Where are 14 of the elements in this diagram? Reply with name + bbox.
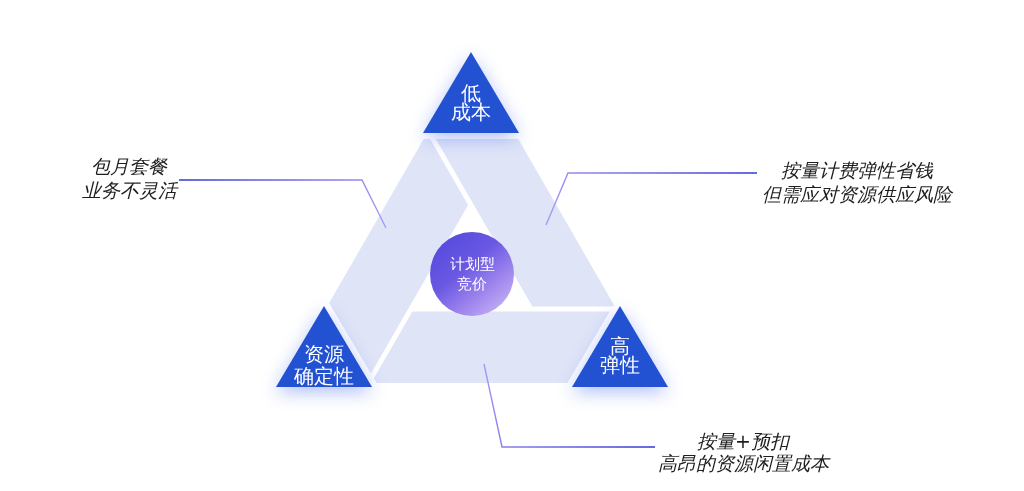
callout-text: 包月套餐业务不灵活: [79, 154, 179, 202]
badge-label: 资源确定性: [293, 343, 355, 387]
leader-line: [483, 363, 656, 448]
circle-label: 计划型竞价: [448, 254, 496, 294]
triangle-badge: [572, 306, 668, 387]
leader-line: [545, 172, 758, 226]
leader-line: [178, 179, 387, 229]
callout-text: 按量+预扣高昂的资源闲置成本: [655, 430, 831, 474]
triangle-badge: [423, 52, 519, 133]
band-segment: [435, 139, 614, 307]
triangle-badge: [276, 306, 372, 387]
badge-label: 高弹性: [599, 337, 641, 375]
callout-text: 按量计费弹性省钱但需应对资源供应风险: [757, 158, 957, 206]
badge-label: 低成本: [450, 84, 492, 122]
